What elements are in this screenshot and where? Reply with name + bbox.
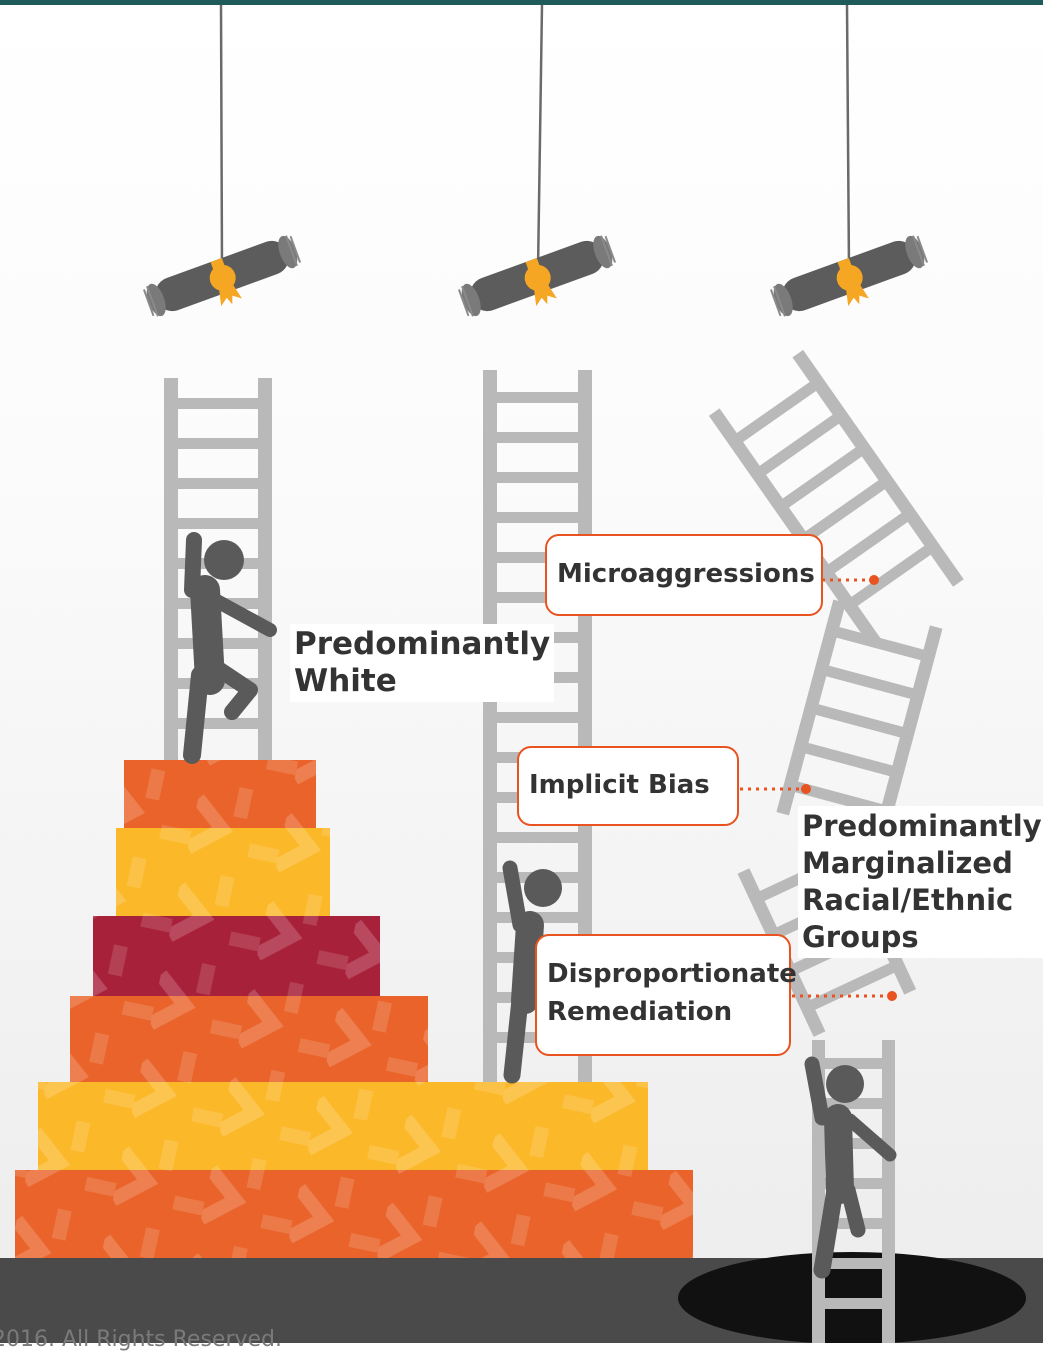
marginalized-group-line: Marginalized [802,846,1013,881]
advantaged-group-label: Predominantly White [290,624,555,703]
remediation-text: Disproportionate [547,959,797,989]
top-bar [0,0,1043,5]
hole-icon [678,1252,1026,1343]
diploma-center [456,4,622,332]
implicit-bias-text: Implicit Bias [529,770,710,801]
marginalized-group-line: Racial/Ethnic [802,883,1014,918]
diploma-left [141,4,307,332]
remediation-callout: Disproportionate Remediation [535,934,797,1056]
marginalized-group-label: Predominantly Marginalized Racial/Ethnic… [798,806,1043,959]
marginalized-group-line: Groups [802,920,919,955]
ladder-right-middle [776,599,943,842]
person-climbing-icon [502,860,562,1084]
remediation-text: Remediation [547,996,733,1027]
pyramid [15,760,693,1258]
microaggressions-callout: Microaggressions [545,534,823,616]
copyright-text: 2016. All Rights Reserved. [0,1327,283,1352]
implicit-bias-callout: Implicit Bias [517,746,739,826]
marginalized-group-line: Predominantly [802,809,1042,843]
diploma-right [768,4,934,332]
ladder-right-top [708,349,964,646]
person-climbing-icon [804,1056,897,1279]
person-climbing-icon [183,532,277,764]
advantaged-group-line: Predominantly [294,626,551,662]
connectors [740,575,897,1001]
advantaged-group-line: White [294,663,397,700]
microaggressions-text: Microaggressions [557,559,815,590]
